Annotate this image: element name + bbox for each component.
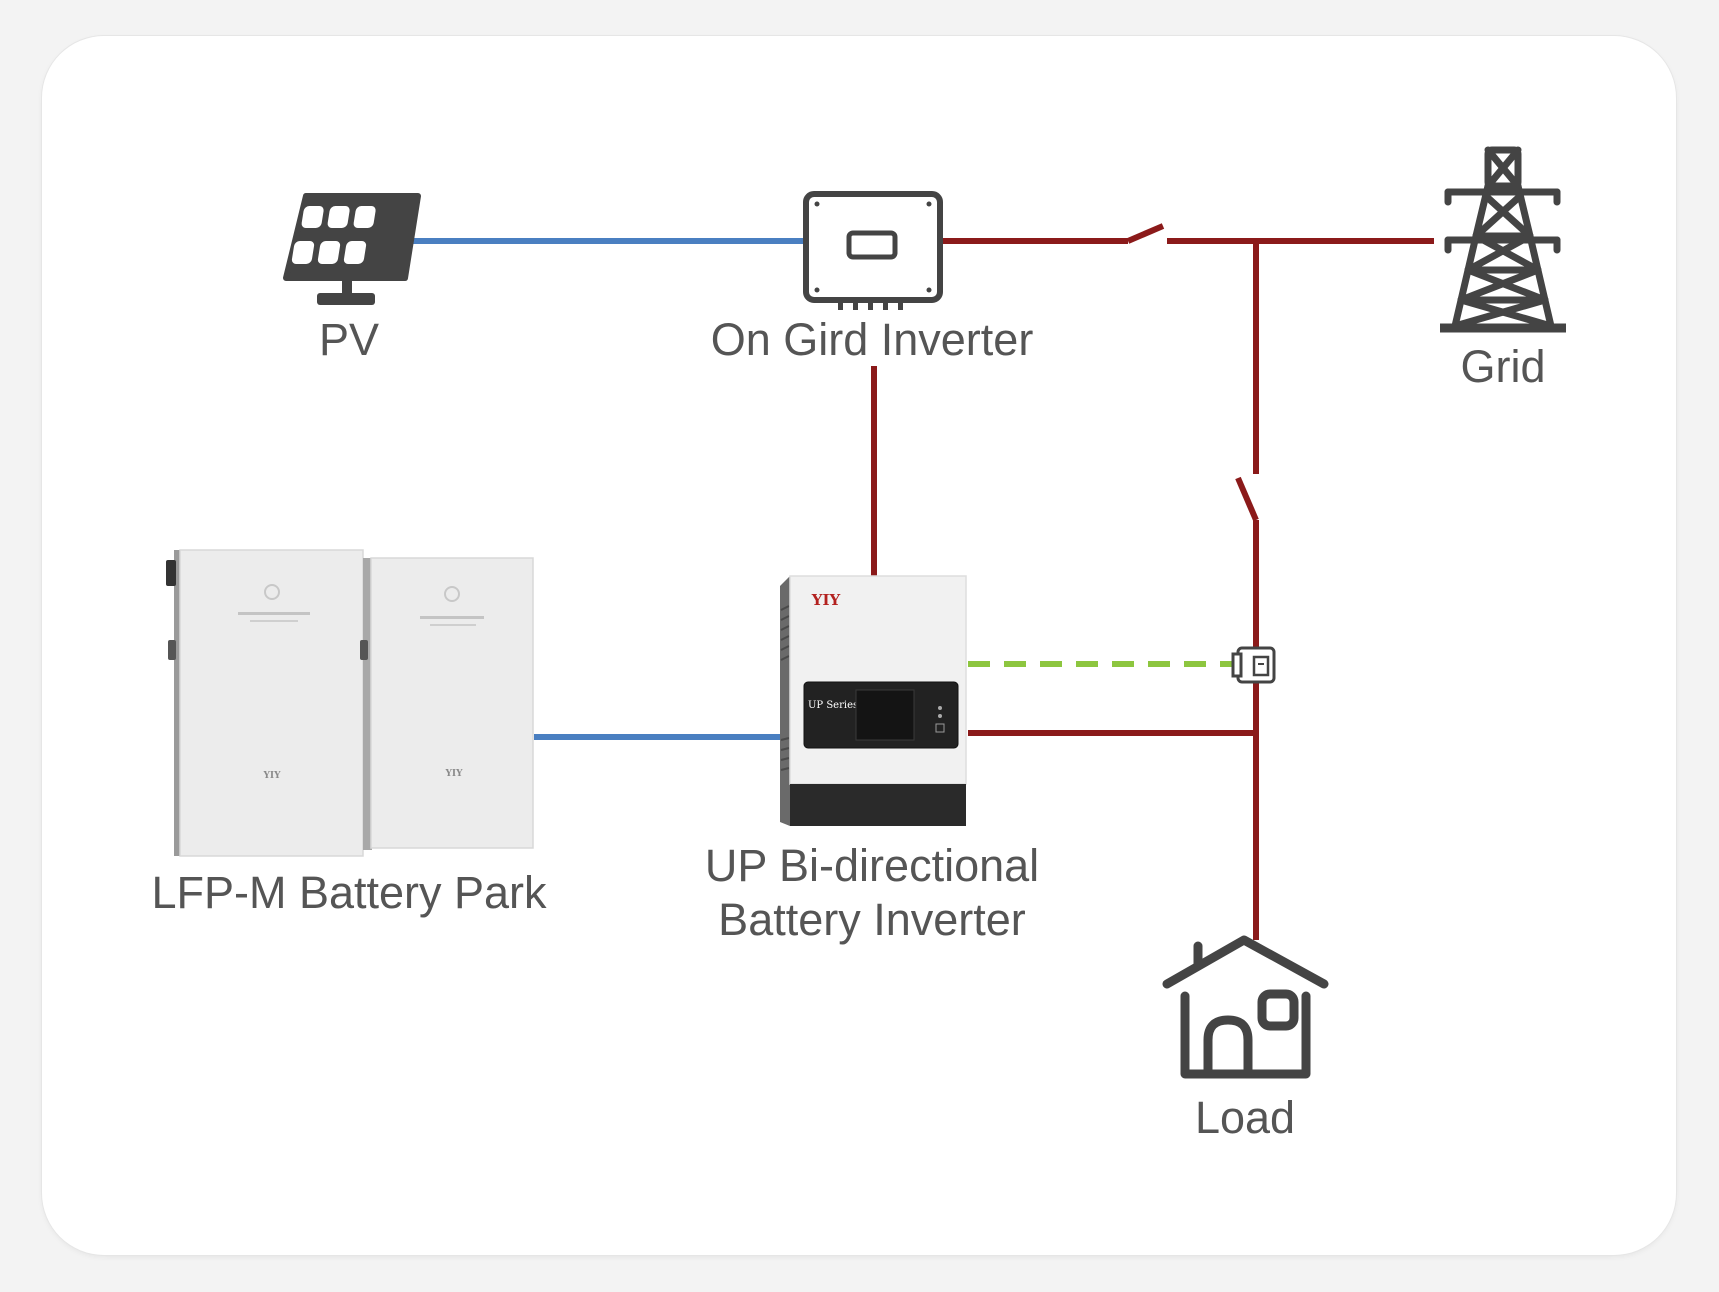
load-switch bbox=[1235, 476, 1259, 522]
battery-inverter-series: UP Series bbox=[808, 700, 858, 711]
battery-inverter-label: UP Bi-directional Battery Inverter bbox=[705, 839, 1039, 947]
battery-brand-right: YIY bbox=[444, 769, 463, 779]
on-grid-inverter-label: On Gird Inverter bbox=[710, 314, 1034, 365]
transmission-tower-icon bbox=[1440, 146, 1566, 333]
pv-label: PV bbox=[318, 314, 380, 365]
load-label: Load bbox=[1194, 1092, 1296, 1143]
battery-inverter-icon: YIY UP Series bbox=[780, 575, 967, 826]
house-icon bbox=[1162, 935, 1329, 1079]
battery-brand-left: YIY bbox=[262, 771, 281, 781]
battery-park-label: LFP-M Battery Park bbox=[151, 867, 547, 918]
battery-inverter-brand: YIY bbox=[811, 591, 841, 609]
battery-cabinet-icon: YIY YIY bbox=[166, 549, 534, 857]
solar-panel-icon bbox=[265, 193, 421, 305]
battery-inverter-label-line2: Battery Inverter bbox=[718, 894, 1026, 945]
inverter-icon bbox=[803, 191, 943, 310]
grid-label: Grid bbox=[1460, 341, 1546, 392]
grid-switch bbox=[1126, 223, 1165, 244]
battery-inverter-label-line1: UP Bi-directional bbox=[704, 840, 1040, 891]
energy-meter-icon bbox=[1231, 646, 1276, 684]
